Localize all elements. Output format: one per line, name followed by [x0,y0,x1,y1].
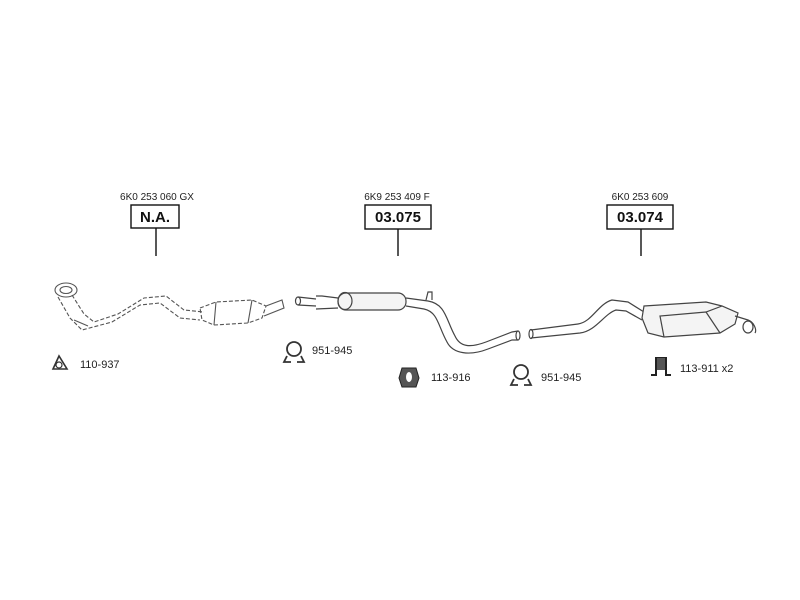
center-silencer-drawing [294,291,521,354]
reference-number-rear-silencer: 03.074 [617,209,664,226]
section-center-silencer: 6K9 253 409 F 03.075 951-945 113- [282,192,521,388]
reference-box-front-pipe[interactable] [130,204,180,229]
gasket-icon [51,354,69,370]
part-code-rear-silencer: 6K0 253 609 [612,192,669,203]
reference-box-center-silencer[interactable] [364,204,432,230]
reference-number-front-pipe: N.A. [140,209,170,226]
section-front-pipe: 6K0 253 060 GX N.A. 110-937 [51,192,285,371]
part-number-mounting-bracket: 113-911 x2 [680,363,733,375]
part-number-clamp: 951-945 [312,345,352,357]
rear-silencer-drawing [528,299,757,340]
front-pipe-catalytic-converter-drawing [54,282,285,331]
part-number-clamp: 951-945 [541,372,581,384]
part-number-rubber-hanger: 113-916 [431,372,471,384]
reference-number-center-silencer: 03.075 [375,209,421,226]
clamp-icon [509,364,533,386]
rubber-hanger-icon [398,367,420,388]
mounting-bracket-icon [651,357,671,376]
section-rear-silencer: 6K0 253 609 03.074 951-945 113-911 x2 [509,192,757,386]
clamp-icon [282,341,306,363]
part-code-front-pipe: 6K0 253 060 GX [120,192,194,203]
part-number-gasket: 110-937 [80,359,120,371]
part-code-center-silencer: 6K9 253 409 F [364,192,430,203]
reference-box-rear-silencer[interactable] [606,204,674,230]
